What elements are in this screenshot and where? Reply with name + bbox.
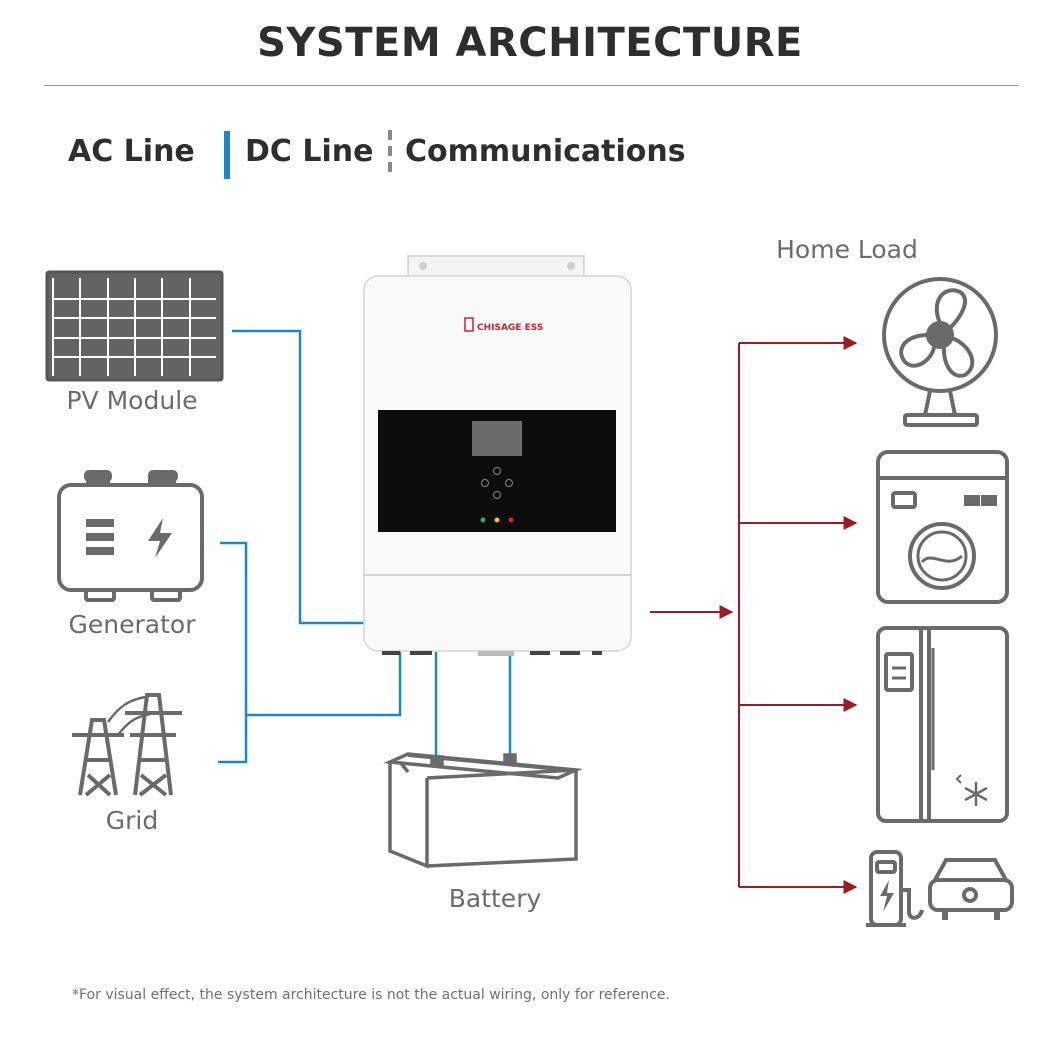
legend-comm-dash-2 <box>388 146 392 156</box>
page-title: SYSTEM ARCHITECTURE <box>257 20 803 66</box>
refrigerator-icon <box>876 626 1009 823</box>
label-pv-module: PV Module <box>66 386 198 415</box>
label-home-load: Home Load <box>776 235 918 264</box>
label-grid: Grid <box>105 806 159 835</box>
legend-comm-dash-1 <box>388 130 392 140</box>
washing-machine-icon <box>876 450 1009 604</box>
legend-communications: Communications <box>405 134 686 169</box>
label-generator: Generator <box>68 610 196 639</box>
ev-charger-icon <box>866 850 1014 927</box>
pv-module-icon <box>45 270 224 382</box>
fan-icon <box>882 277 998 427</box>
ac-lines <box>650 336 858 894</box>
grid-icon <box>72 693 182 797</box>
pv-dc-line <box>232 329 364 625</box>
generator-icon <box>57 470 204 602</box>
grid-dc-line <box>246 651 402 717</box>
label-battery: Battery <box>448 884 542 913</box>
title-divider <box>44 85 1019 86</box>
battery-icon <box>383 752 583 869</box>
legend-ac-line: AC Line <box>68 134 195 169</box>
dc-lines <box>218 329 512 764</box>
inverter-brand: CHISAGE ESS <box>477 323 543 333</box>
inverter-icon: CHISAGE ESS <box>363 255 632 656</box>
legend-dc-line-swatch <box>224 131 230 179</box>
legend-dc-line: DC Line <box>245 134 374 169</box>
footnote: *For visual effect, the system architect… <box>72 987 670 1003</box>
generator-dc-line <box>218 541 248 764</box>
legend-comm-dash-3 <box>388 162 392 172</box>
